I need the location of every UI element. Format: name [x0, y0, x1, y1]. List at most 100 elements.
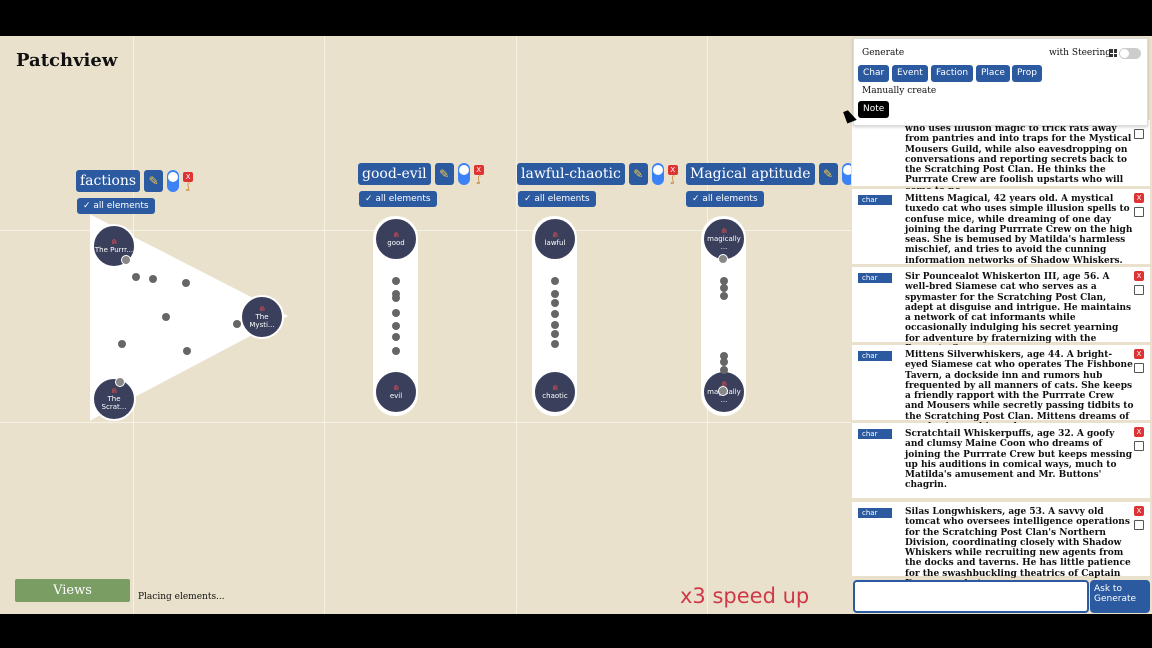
toggle-icon[interactable]	[167, 170, 180, 192]
element-dot[interactable]	[720, 292, 728, 300]
status-text: Placing elements...	[138, 592, 225, 602]
hook-icon[interactable]: ʆ	[186, 181, 190, 191]
element-list-panel[interactable]: who uses illusion magic to trick rats aw…	[851, 36, 1152, 614]
element-dot[interactable]	[720, 366, 728, 374]
element-dot[interactable]	[118, 340, 126, 348]
toggle-icon[interactable]	[457, 163, 470, 185]
element-dot[interactable]	[720, 284, 728, 292]
element-dot[interactable]	[162, 313, 170, 321]
pencil-icon[interactable]: ✎	[628, 163, 648, 185]
element-dot[interactable]	[392, 347, 400, 355]
element-dot[interactable]	[182, 279, 190, 287]
element-dot[interactable]	[551, 321, 559, 329]
faction-triangle	[90, 214, 289, 421]
axis-label[interactable]: Magical aptitude	[686, 163, 815, 185]
all-elements-button[interactable]: ✓ all elements	[77, 198, 155, 214]
generate-prop-button[interactable]: Prop	[1012, 65, 1042, 82]
all-elements-button[interactable]: ✓ all elements	[518, 191, 596, 207]
faction-node[interactable]: ⋒The Scrat...	[92, 377, 136, 421]
element-dot[interactable]	[551, 277, 559, 285]
axis-label[interactable]: factions	[76, 170, 141, 192]
pencil-icon[interactable]: ✎	[434, 163, 454, 185]
card-checkbox[interactable]	[1134, 207, 1144, 217]
hook-icon[interactable]: ʆ	[671, 174, 675, 184]
grid-line	[324, 36, 325, 614]
element-card[interactable]: char Scratchtail Whiskerpuffs, age 32. A…	[852, 423, 1150, 498]
grid-line	[516, 36, 517, 614]
element-dot[interactable]	[551, 340, 559, 348]
element-dot[interactable]	[132, 273, 140, 281]
faction-node[interactable]: ⋒The Mysti...	[240, 295, 284, 339]
x-icon[interactable]: X	[183, 171, 194, 182]
pencil-icon[interactable]: ✎	[144, 170, 164, 192]
element-dot[interactable]	[720, 277, 728, 285]
card-tag: char	[858, 195, 892, 205]
element-dot[interactable]	[551, 310, 559, 318]
views-button[interactable]: Views	[15, 579, 130, 602]
x-icon[interactable]: X	[1134, 506, 1144, 516]
card-text: Silas Longwhiskers, age 53. A savvy old …	[905, 507, 1131, 589]
element-dot[interactable]	[720, 358, 728, 366]
generate-char-button[interactable]: Char	[858, 65, 890, 82]
element-card[interactable]: who uses illusion magic to trick rats aw…	[852, 120, 1150, 196]
axis-pole-node[interactable]: ⋒evil	[374, 370, 418, 414]
element-dot[interactable]	[392, 294, 400, 302]
speedup-caption: x3 speed up	[680, 584, 810, 608]
element-dot[interactable]	[551, 290, 559, 298]
all-elements-button[interactable]: ✓ all elements	[686, 191, 764, 207]
ask-input[interactable]	[853, 580, 1089, 613]
x-icon[interactable]: X	[473, 164, 484, 175]
ask-to-generate-button[interactable]: Ask to Generate	[1090, 580, 1150, 613]
generate-place-button[interactable]: Place	[976, 65, 1010, 82]
card-checkbox[interactable]	[1134, 129, 1144, 139]
card-text: Scratchtail Whiskerpuffs, age 32. A goof…	[905, 429, 1133, 491]
drag-handle[interactable]	[115, 377, 125, 387]
card-checkbox[interactable]	[1134, 363, 1144, 373]
toggle-icon[interactable]	[651, 163, 664, 185]
element-dot[interactable]	[149, 275, 157, 283]
grid-line	[0, 422, 1152, 423]
card-checkbox[interactable]	[1134, 520, 1144, 530]
x-icon[interactable]: X	[667, 164, 678, 175]
axis-label[interactable]: good-evil	[358, 163, 431, 185]
element-dot[interactable]	[392, 309, 400, 317]
x-icon[interactable]: X	[1134, 427, 1144, 437]
card-checkbox[interactable]	[1134, 285, 1144, 295]
element-dot[interactable]	[551, 330, 559, 338]
element-dot[interactable]	[392, 277, 400, 285]
element-dot[interactable]	[720, 352, 728, 360]
element-dot[interactable]	[392, 322, 400, 330]
element-dot[interactable]	[392, 333, 400, 341]
card-tag: char	[858, 351, 892, 361]
axis-pole-node[interactable]: ⋒chaotic	[533, 370, 577, 414]
toggle-icon[interactable]	[841, 163, 854, 185]
generate-event-button[interactable]: Event	[892, 65, 928, 82]
hook-icon[interactable]: ʆ	[477, 174, 480, 184]
generate-popup: Generate with Steering Char Event Factio…	[853, 38, 1148, 126]
drag-handle[interactable]	[718, 386, 728, 396]
x-icon[interactable]: X	[1134, 271, 1144, 281]
element-dot[interactable]	[233, 320, 241, 328]
drag-handle[interactable]	[718, 254, 728, 264]
axis-pole-node[interactable]: ⋒lawful	[533, 217, 577, 261]
element-card[interactable]: char Silas Longwhiskers, age 53. A savvy…	[852, 502, 1150, 589]
drag-handle[interactable]	[121, 255, 131, 265]
card-text: Mittens Silverwhiskers, age 44. A bright…	[905, 350, 1134, 432]
generate-faction-button[interactable]: Faction	[931, 65, 974, 82]
element-dot[interactable]	[183, 347, 191, 355]
note-button[interactable]: Note	[858, 101, 890, 118]
element-card[interactable]: char Mittens Silverwhiskers, age 44. A b…	[852, 345, 1150, 432]
axis-pole-node[interactable]: ⋒good	[374, 217, 418, 261]
pencil-icon[interactable]: ✎	[818, 163, 838, 185]
steering-toggle[interactable]	[1119, 48, 1141, 59]
element-card[interactable]: char Mittens Magical, 42 years old. A my…	[852, 189, 1150, 266]
element-dot[interactable]	[551, 299, 559, 307]
x-icon[interactable]: X	[1134, 349, 1144, 359]
x-icon[interactable]: X	[1134, 193, 1144, 203]
all-elements-button[interactable]: ✓ all elements	[359, 191, 437, 207]
card-checkbox[interactable]	[1134, 441, 1144, 451]
element-card[interactable]: char Sir Pouncealot Whiskerton III, age …	[852, 267, 1150, 354]
axis-label[interactable]: lawful-chaotic	[517, 163, 625, 185]
